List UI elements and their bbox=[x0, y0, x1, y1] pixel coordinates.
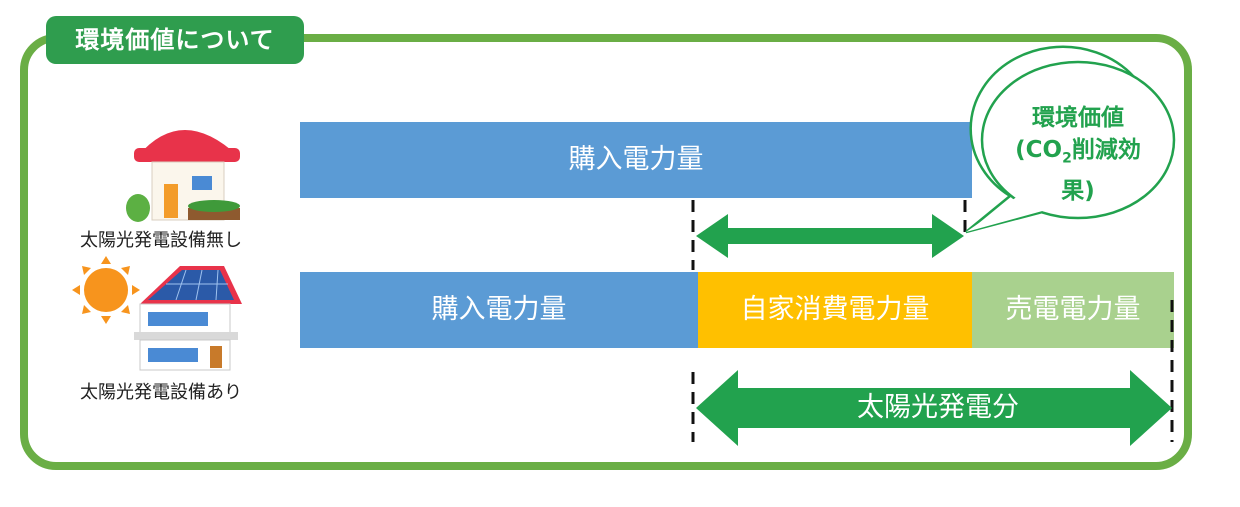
solar-arrow-label: 太陽光発電分 bbox=[857, 392, 1019, 423]
bubble-line2-suffix: 削減効果) bbox=[1061, 137, 1141, 204]
purchased-bar-with-solar: 購入電力量 bbox=[300, 272, 698, 348]
label-without-solar: 太陽光発電設備無し bbox=[80, 230, 242, 251]
guide-lines bbox=[691, 200, 1174, 442]
bubble-line2: (CO2削減効果) bbox=[1000, 134, 1156, 207]
bubble-text: 環境価値 (CO2削減効果) bbox=[1000, 102, 1156, 207]
bubble-line2-sub: 2 bbox=[1062, 150, 1072, 167]
solar-generation-arrow bbox=[696, 370, 1172, 446]
environmental-value-arrow bbox=[696, 214, 964, 258]
section-title: 環境価値について bbox=[46, 16, 304, 64]
solar-house-icon bbox=[134, 266, 242, 371]
purchased-bar-without-solar: 購入電力量 bbox=[300, 122, 972, 198]
label-with-solar: 太陽光発電設備あり bbox=[80, 382, 242, 403]
bubble-line2-prefix: (CO bbox=[1015, 137, 1063, 163]
bubble-line1: 環境価値 bbox=[1032, 105, 1124, 131]
content-frame bbox=[20, 34, 1192, 470]
house-icon bbox=[126, 130, 240, 222]
self-consumption-bar: 自家消費電力量 bbox=[698, 272, 972, 348]
sun-icon bbox=[72, 256, 140, 324]
sold-bar: 売電電力量 bbox=[972, 272, 1174, 348]
environmental-value-bubble bbox=[965, 45, 1176, 234]
